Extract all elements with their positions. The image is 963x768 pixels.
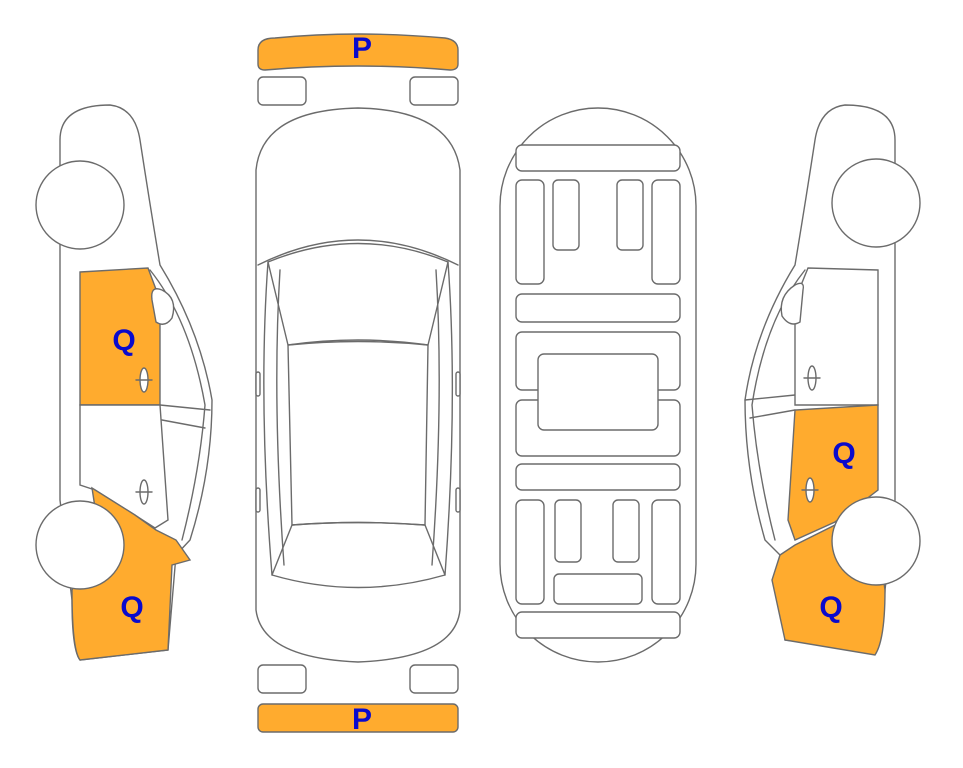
top-rear-window xyxy=(271,521,446,589)
underbody-floor-pan xyxy=(537,353,659,431)
underbody-rear-right-inner xyxy=(612,499,640,563)
underbody-view xyxy=(499,107,697,663)
top-left-handle-rear xyxy=(255,487,261,513)
underbody-mid-rear-bar xyxy=(515,463,681,491)
right-front-door-handle xyxy=(803,365,821,391)
underbody-rear-right-rail xyxy=(651,499,681,605)
top-roof xyxy=(287,340,429,526)
rear-bumper-panel[interactable] xyxy=(257,703,459,733)
top-left-side xyxy=(263,261,285,576)
top-right-side xyxy=(431,261,454,576)
front-bumper-panel[interactable] xyxy=(257,33,459,71)
top-hood-line xyxy=(257,239,459,266)
top-right-handle-front xyxy=(455,371,461,397)
underbody-front-left-rail xyxy=(515,179,545,285)
right-rear-wheel xyxy=(831,496,921,586)
top-windshield xyxy=(267,242,449,346)
left-front-door-handle xyxy=(135,479,153,505)
right-rear-quarter-label: Q xyxy=(819,591,842,624)
left-front-wheel xyxy=(35,160,125,250)
underbody-mid-front-bar xyxy=(515,293,681,323)
top-right-handle-rear xyxy=(455,487,461,513)
underbody-front-crossmember xyxy=(515,144,681,172)
right-side-door-seam xyxy=(744,394,796,419)
underbody-front-right-rail xyxy=(651,179,681,285)
left-rear-door-label: Q xyxy=(112,324,135,357)
right-front-door-panel[interactable] xyxy=(794,267,879,406)
underbody-rear-tank xyxy=(553,573,643,605)
right-side-mirror xyxy=(780,282,805,325)
underbody-front-left-inner xyxy=(552,179,580,251)
rear-bumper-label: P xyxy=(352,703,372,736)
right-rear-door-label: Q xyxy=(832,437,855,470)
rear-left-light xyxy=(257,664,307,694)
underbody-rear-crossmember xyxy=(515,611,681,639)
left-rear-door-handle xyxy=(135,367,153,393)
underbody-front-right-inner xyxy=(616,179,644,251)
left-side-mirror xyxy=(151,288,175,325)
right-front-wheel xyxy=(831,158,921,248)
left-rear-wheel xyxy=(35,500,125,590)
underbody-rear-left-rail xyxy=(515,499,545,605)
left-rear-quarter-label: Q xyxy=(120,591,143,624)
left-rear-door-panel[interactable] xyxy=(79,267,161,406)
left-side-view: Q Q xyxy=(35,104,213,661)
left-side-door-seam xyxy=(159,404,211,429)
top-left-handle-front xyxy=(255,371,261,397)
right-side-view: Q Q xyxy=(744,104,921,656)
rear-right-light xyxy=(409,664,459,694)
front-right-light xyxy=(409,76,459,106)
underbody-rear-left-inner xyxy=(554,499,582,563)
underbody-outline xyxy=(499,107,697,663)
top-view: P P xyxy=(255,32,461,736)
front-bumper-label: P xyxy=(352,32,372,65)
right-rear-door-handle xyxy=(801,477,819,503)
front-left-light xyxy=(257,76,307,106)
